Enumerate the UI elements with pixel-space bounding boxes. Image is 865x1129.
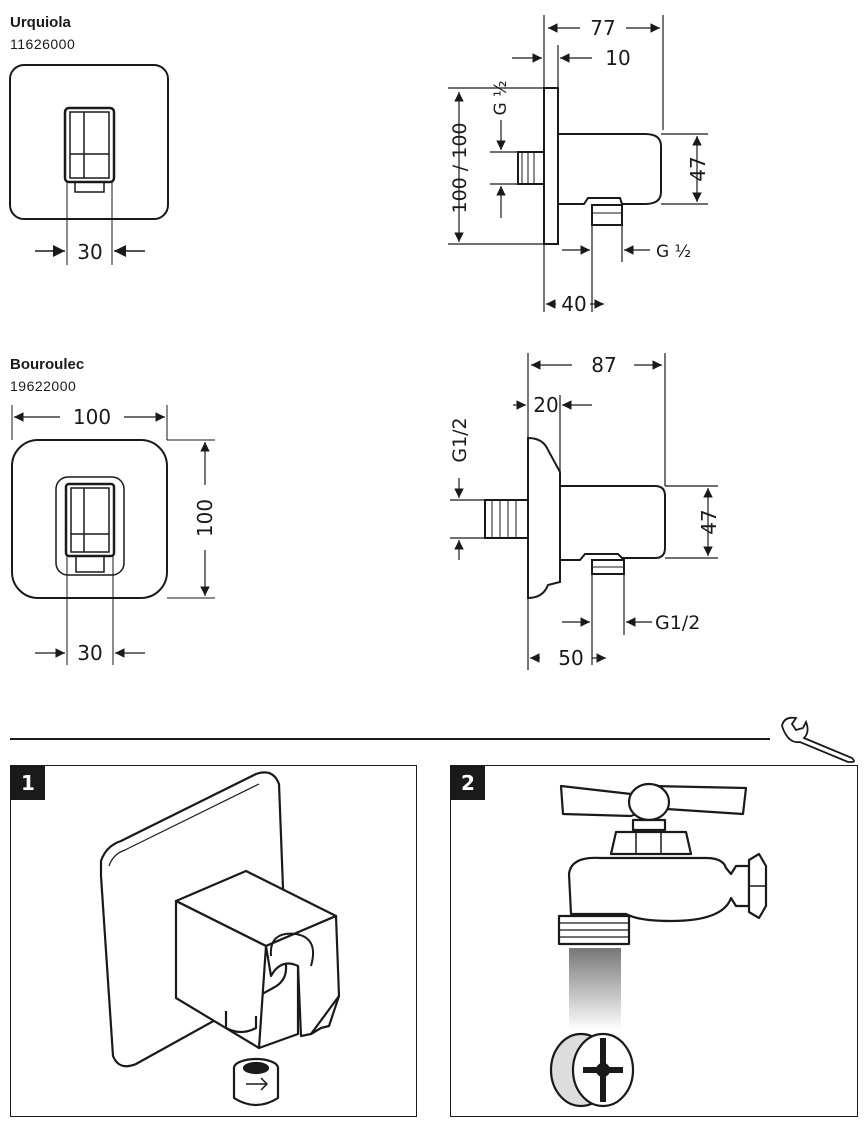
step-1-number: 1 — [11, 766, 45, 800]
urquiola-side-view — [517, 87, 662, 245]
urquiola-height-label: 100 / 100 — [449, 122, 471, 213]
bouroulec-side-dimensions — [450, 353, 718, 670]
bouroulec-height-label: 100 — [193, 499, 217, 537]
step-2-number: 2 — [451, 766, 485, 800]
product-code-bouroulec: 19622000 — [10, 378, 77, 394]
urquiola-body-label: 47 — [686, 156, 710, 181]
bouroulec-body-label: 47 — [697, 509, 721, 534]
bouroulec-front-dimensions — [14, 412, 210, 658]
urquiola-side-dimensions — [448, 15, 708, 312]
aerator — [549, 1032, 635, 1108]
step-2-panel: 2 — [450, 765, 858, 1117]
urquiola-depth-label: 77 — [590, 16, 615, 40]
bouroulec-bottom-label: 50 — [558, 646, 583, 670]
product-code-urquiola: 11626000 — [10, 36, 76, 52]
urquiola-thread-bottom-label: G ½ — [656, 242, 691, 262]
bouroulec-front-view — [11, 405, 215, 665]
wrench-icon — [781, 716, 855, 763]
bouroulec-plate-label: 20 — [533, 393, 558, 417]
step-1-illustration — [99, 771, 341, 1107]
bouroulec-thread-bottom-label: G1/2 — [655, 612, 700, 634]
technical-drawings: 30 — [9, 15, 770, 740]
bouroulec-side-view — [484, 436, 666, 600]
water-stream — [569, 948, 621, 1030]
urquiola-bottom-label: 40 — [561, 292, 586, 316]
bouroulec-thread-top-label: G1/2 — [449, 417, 471, 462]
bouroulec-top-label: 100 — [73, 405, 111, 429]
urquiola-plate-label: 10 — [605, 46, 630, 70]
product-name-bouroulec: Bouroulec — [10, 356, 85, 373]
urquiola-thread-top-label: G ½ — [491, 80, 511, 115]
step-2-illustration — [549, 782, 768, 1108]
bouroulec-depth-label: 87 — [591, 353, 616, 377]
urquiola-front-view — [9, 64, 169, 265]
bouroulec-front-width-label: 30 — [77, 641, 102, 665]
step-1-panel: 1 — [10, 765, 417, 1117]
urquiola-front-width-label: 30 — [77, 240, 102, 264]
product-name-urquiola: Urquiola — [10, 14, 71, 31]
